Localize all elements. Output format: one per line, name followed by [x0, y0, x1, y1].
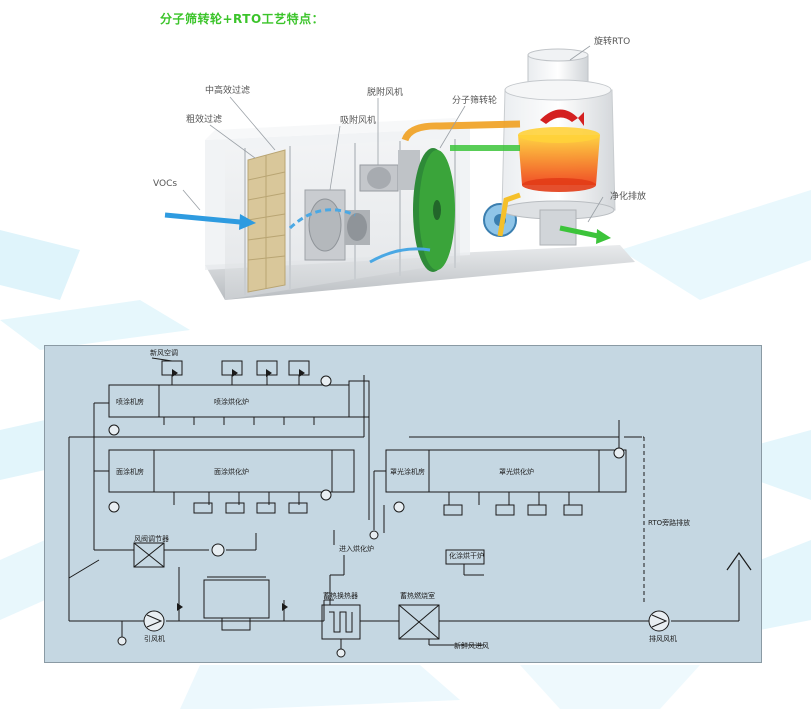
floor-slab [205, 245, 635, 300]
wheel-flow-arrow [369, 247, 431, 264]
heat-flow-arrow [401, 120, 521, 142]
internal-flow-arrow [288, 208, 356, 230]
label-spray-booth-mid: 面涂机房 [116, 467, 144, 476]
process-3d-render: VOCs 粗效过滤 中高效过滤 吸附风机 脱附风机 分子筛转轮 旋转RTO 净化… [153, 35, 646, 300]
label-small-top: 新风空调 [150, 348, 178, 357]
label-desorption-fan: 脱附风机 [367, 86, 403, 98]
label-fresh-air: 新鲜风进风 [454, 641, 489, 650]
housing-top [205, 118, 470, 140]
leader-lines [182, 45, 604, 223]
label-rotary-rto: 旋转RTO [594, 35, 630, 47]
label-enter-rto: 进入烘化炉 [339, 544, 374, 553]
clean-exhaust-arrowhead [596, 229, 611, 244]
label-spray-booth-right: 罩光涂机房 [390, 467, 425, 476]
rto-bypass-line [629, 436, 645, 605]
label-medium-filter: 中高效过滤 [205, 84, 250, 96]
rto-tower [501, 48, 616, 246]
label-fan-left: 引风机 [144, 634, 165, 643]
zeolite-wheel [413, 148, 455, 272]
process-schematic: 喷涂机房 喷涂烘化炉 面涂机房 面涂烘化炉 罩光涂机房 罩光烘化炉 RTO旁路排… [44, 345, 762, 663]
stack-arrow [726, 551, 752, 571]
coarse-filter-panel [247, 149, 286, 293]
vocs-inflow-arrowhead [239, 214, 256, 230]
label-oven-right: 罩光烘化炉 [499, 467, 534, 476]
label-fan-right: 排风风机 [649, 634, 677, 643]
label-heat-exchanger: 蓄热换热器 [323, 591, 358, 600]
label-mix-box: 风阀调节器 [134, 534, 169, 543]
label-adsorption-fan: 吸附风机 [340, 114, 376, 126]
vocs-inflow-arrow [164, 212, 241, 225]
label-oven-top: 喷涂烘化炉 [214, 397, 249, 406]
label-clean-exhaust: 净化排放 [610, 190, 646, 202]
label-zeolite-wheel: 分子筛转轮 [452, 94, 497, 106]
equipment-symbols [108, 375, 670, 658]
label-spray-booth-top: 喷涂机房 [116, 397, 144, 406]
desorption-fan-unit [359, 150, 420, 192]
label-oven-mid: 面涂烘化炉 [214, 467, 249, 476]
label-chem-pretreat: 化涂烘干炉 [449, 551, 484, 560]
clean-exhaust-arrow [559, 225, 599, 239]
label-combustion-chamber: 蓄热燃烧室 [400, 591, 435, 600]
label-coarse-filter: 粗效过滤 [186, 113, 222, 125]
label-rto-bypass: RTO旁路排放 [648, 518, 690, 527]
page-title: 分子筛转轮+RTO工艺特点： [160, 12, 325, 26]
booster-to-rto-arrow [497, 192, 521, 237]
valve-marks [172, 369, 305, 611]
label-vocs: VOCs [153, 179, 177, 189]
